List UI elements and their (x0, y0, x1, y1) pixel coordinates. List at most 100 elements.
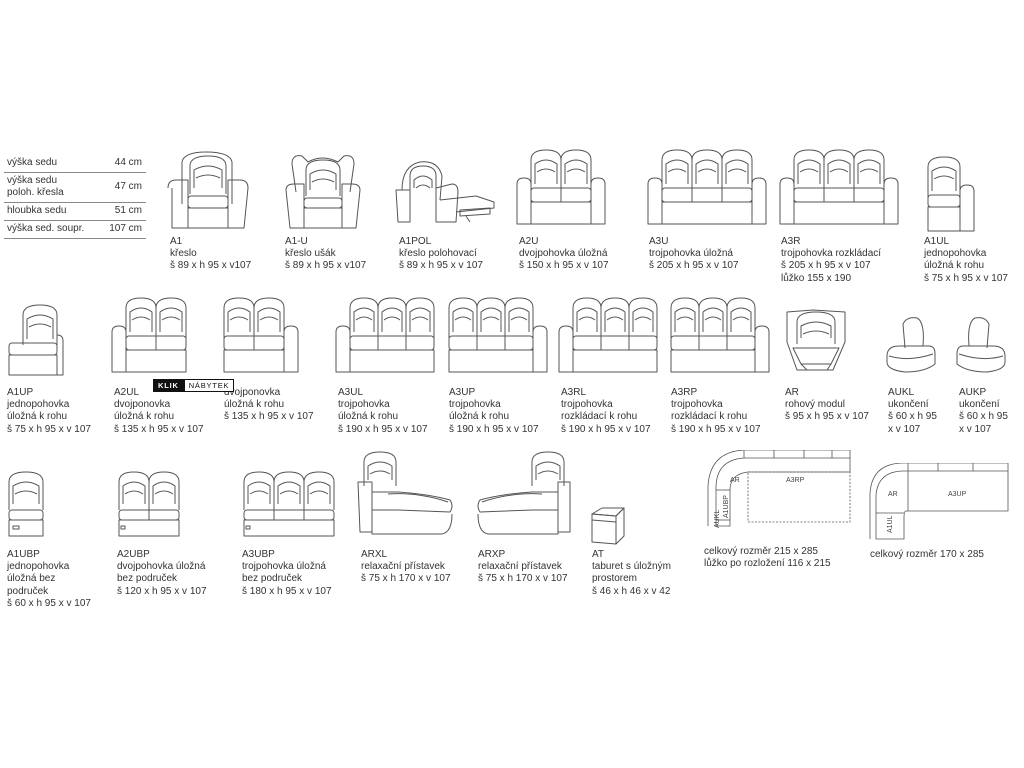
product-description: úložná k rohu (224, 399, 285, 411)
product-dimensions: š 89 x h 95 x v107 (285, 260, 367, 272)
product-description: trojpohovka (561, 399, 613, 411)
product-dimensions: š 120 x h 95 x v 107 (117, 585, 207, 597)
product-code: ARXP (478, 549, 506, 560)
product-description: úložná bez (7, 573, 56, 585)
product-code: A1-U (285, 236, 308, 247)
furniture-drawing (590, 507, 626, 546)
layout-plan-1-drawing: AR A3RP A1UBP AUKL (707, 449, 851, 528)
product-description: trojpohovka úložná (242, 561, 326, 573)
product-code: A1UL (924, 236, 950, 247)
furniture-drawing (885, 316, 936, 373)
product-dimensions: x v 107 (888, 423, 921, 435)
product-dimensions: š 46 x h 46 x v 42 (592, 585, 671, 597)
product-dimensions: š 60 x h 95 x v 107 (7, 597, 91, 609)
product-description: dvojpohovka úložná (519, 248, 608, 260)
furniture-drawing (111, 297, 188, 374)
product-description: jednopohovka (7, 399, 70, 411)
product-code: AUKP (959, 387, 987, 398)
product-code: A1UBP (7, 549, 40, 560)
product-description: bez područek (117, 573, 178, 585)
furniture-drawing (516, 149, 606, 226)
product-description: dvojponovka (224, 387, 281, 398)
brand-watermark: KLIK NÁBYTEK (153, 379, 235, 392)
product-code: A3UP (449, 387, 476, 398)
product-code: A3RL (561, 387, 587, 398)
product-dimensions: š 135 x h 95 x v 107 (114, 423, 204, 435)
product-dimensions: š 135 x h 95 x v 107 (224, 411, 314, 423)
furniture-drawing (956, 316, 1007, 373)
product-extra: lůžko 155 x 190 (781, 272, 852, 284)
furniture-drawing (222, 297, 299, 374)
plan-caption: celkový rozměr 170 x 285 (870, 549, 984, 560)
furniture-drawing (779, 149, 899, 226)
product-description: úložná k rohu (338, 411, 399, 423)
product-description: bez područek (242, 573, 303, 585)
product-description: úložná k rohu (924, 260, 985, 272)
furniture-drawing (558, 297, 659, 374)
spec-value: 51 cm (99, 202, 146, 221)
product-code: A1POL (399, 236, 432, 247)
product-dimensions: š 75 x h 95 x v 107 (7, 423, 91, 435)
furniture-drawing (357, 451, 454, 536)
furniture-drawing (335, 297, 436, 374)
spec-label: výška sedu poloh. křesla (4, 172, 100, 203)
product-dimensions: š 89 x h 95 x v 107 (399, 260, 483, 272)
product-description: jednopohovka (7, 561, 70, 573)
product-dimensions: š 190 x h 95 x v 107 (671, 423, 761, 435)
product-code: A3R (781, 236, 801, 247)
product-dimensions: š 190 x h 95 x v 107 (338, 423, 428, 435)
product-dimensions: š 205 x h 95 x v 107 (781, 260, 871, 272)
product-code: A3UL (338, 387, 364, 398)
product-description: taburet s úložným (592, 561, 671, 573)
furniture-drawing (476, 451, 572, 536)
plan-label: A1UL (887, 515, 894, 533)
furniture-drawing (5, 471, 47, 538)
product-code: A2U (519, 236, 539, 247)
product-description: úložná k rohu (7, 411, 68, 423)
furniture-drawing (115, 471, 183, 538)
spec-value: 47 cm (99, 172, 146, 203)
product-dimensions: š 75 x h 170 x v 107 (478, 573, 568, 585)
spec-value: 107 cm (99, 220, 146, 239)
product-description: trojpohovka (449, 399, 501, 411)
layout-plan-1: AR A3RP A1UBP AUKL celkový rozměr 215 x … (704, 449, 854, 569)
spec-label: výška sed. soupr. (4, 220, 100, 239)
furniture-drawing (783, 308, 849, 372)
product-description: ukončení (888, 399, 929, 411)
product-description: relaxační přístavek (361, 561, 445, 573)
product-description: trojpohovka úložná (649, 248, 733, 260)
spec-row: výška sed. soupr.107 cm (4, 220, 146, 239)
plan-label: AR (888, 491, 898, 498)
plan-label: AUKL (714, 510, 721, 528)
furniture-drawing (922, 155, 976, 233)
plan-label: AR (730, 477, 740, 484)
product-dimensions: š 190 x h 95 x v 107 (561, 423, 651, 435)
product-description: prostorem (592, 573, 638, 585)
product-description: jednopohovka (924, 248, 987, 260)
product-code: A2UL (114, 387, 140, 398)
product-dimensions: š 205 x h 95 x v 107 (649, 260, 739, 272)
brand-part-1: KLIK (153, 379, 184, 392)
product-code: A3U (649, 236, 669, 247)
product-code: A2UBP (117, 549, 150, 560)
furniture-drawing (395, 160, 496, 223)
product-description: područek (7, 585, 49, 597)
product-code: ARXL (361, 549, 388, 560)
